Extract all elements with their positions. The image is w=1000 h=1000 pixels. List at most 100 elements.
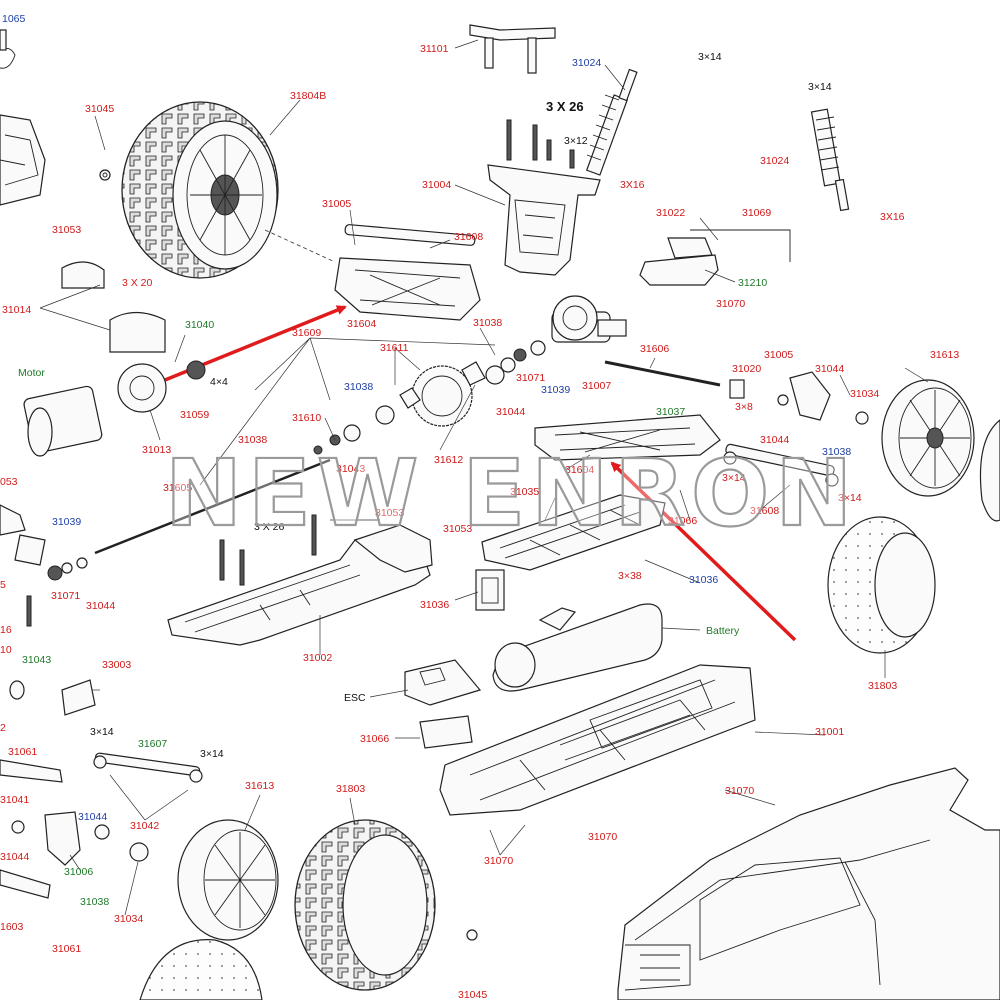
- label-31005-b: 31005: [764, 349, 793, 361]
- center-plate-31035: [481, 494, 666, 571]
- label-31605: 31605: [163, 482, 192, 494]
- label-31035: 31035: [510, 486, 539, 498]
- wheel-31804b: [121, 101, 279, 279]
- body-shell-fragment: [0, 114, 46, 206]
- label-3x26-top: 3 X 26: [546, 99, 584, 114]
- leader-lines: [39, 39, 929, 916]
- label-esc: ESC: [344, 692, 366, 704]
- label-31034-b: 31034: [114, 913, 143, 925]
- label-31053-c: 31053: [375, 507, 404, 519]
- part-labels: 1065 31101 31024 3×14 3×14 31045 31804B …: [0, 13, 959, 1000]
- label-31071-b: 31071: [51, 590, 80, 602]
- label-3x14-d: 3×14: [838, 492, 862, 504]
- label-3x16-a: 3X16: [620, 179, 645, 191]
- label-31038-c: 31038: [238, 434, 267, 446]
- label-31069: 31069: [742, 207, 771, 219]
- label-3x14-b: 3×14: [808, 81, 832, 93]
- main-chassis-31001: [439, 664, 756, 816]
- label-31013: 31013: [142, 444, 171, 456]
- rim-31613-right: [881, 379, 975, 497]
- label-31803-b: 31803: [336, 783, 365, 795]
- label-3x20: 3 X 20: [122, 277, 153, 289]
- label-31004: 31004: [422, 179, 451, 191]
- label-31210: 31210: [738, 277, 767, 289]
- label-31022: 31022: [656, 207, 685, 219]
- esc: [404, 659, 482, 749]
- label-31044-c: 31044: [760, 434, 789, 446]
- label-31608-a: 31608: [454, 231, 483, 243]
- chassis-31002: [167, 524, 433, 646]
- shock-31024-center: [585, 68, 638, 176]
- arm-31061: [0, 759, 63, 899]
- label-motor: Motor: [18, 367, 45, 379]
- label-31037: 31037: [656, 406, 685, 418]
- hub-31006: [11, 811, 149, 866]
- lower-arm-31604-middle: [534, 414, 721, 461]
- link-31608-right: [723, 443, 839, 487]
- label-31101: 31101: [420, 43, 449, 55]
- pinion-31013: [117, 360, 206, 413]
- label-3x16-b: 3X16: [880, 211, 905, 223]
- label-31070-b: 31070: [725, 785, 754, 797]
- label-31006: 31006: [64, 866, 93, 878]
- part-1065: [0, 29, 16, 69]
- label-3x14-f: 3×14: [200, 748, 224, 760]
- shock-tower-31004: [487, 164, 601, 276]
- label-31005-a: 31005: [322, 198, 351, 210]
- label-31038-b: 31038: [344, 381, 373, 393]
- screws-3x26-top: [506, 119, 575, 169]
- label-3x14-a: 3×14: [698, 51, 722, 63]
- rim-31613-bottom: [177, 819, 279, 941]
- slick-tire-bottom-left: [139, 939, 263, 1000]
- label-31044-f: 31044: [0, 851, 29, 863]
- label-31038-e: 31038: [80, 896, 109, 908]
- label-31038-d: 31038: [822, 446, 851, 458]
- label-31024-a: 31024: [572, 57, 601, 69]
- label-31053-d: 31053: [443, 523, 472, 535]
- suspension-arm-31604: [334, 224, 481, 321]
- label-33003: 33003: [102, 659, 131, 671]
- slick-tire-31803-right: [827, 516, 936, 654]
- label-31043-a: 31043: [336, 463, 365, 475]
- label-2: 2: [0, 722, 6, 734]
- motor: [23, 385, 103, 457]
- shock-31024-right: [810, 108, 850, 212]
- washer-set-31610: [313, 405, 395, 455]
- label-31044-e: 31044: [78, 811, 107, 823]
- label-31001: 31001: [815, 726, 844, 738]
- steering-link-31607: [93, 752, 203, 783]
- label-31044-d: 31044: [86, 600, 115, 612]
- body-mount-31101: [469, 24, 556, 74]
- label-3x12: 3×12: [564, 135, 588, 147]
- tire-edge-right: [979, 419, 1000, 522]
- label-31007: 31007: [582, 380, 611, 392]
- label-31070-c: 31070: [588, 831, 617, 843]
- label-31070-a: 31070: [716, 298, 745, 310]
- label-31066-b: 31066: [360, 733, 389, 745]
- label-31608-b: 31608: [750, 505, 779, 517]
- screws-3x26-mid: [219, 514, 317, 586]
- label-31041: 31041: [0, 794, 29, 806]
- label-3x8: 3×8: [735, 401, 753, 413]
- label-053: 053: [0, 476, 18, 488]
- label-31613-b: 31613: [245, 780, 274, 792]
- label-31061-b: 31061: [52, 943, 81, 955]
- label-31043-b: 31043: [22, 654, 51, 666]
- label-battery: Battery: [706, 625, 740, 637]
- watermark: NEW ENRON: [165, 440, 858, 547]
- label-31070-d: 31070: [484, 855, 513, 867]
- bumper-31022: [639, 229, 791, 286]
- label-31039-b: 31039: [52, 516, 81, 528]
- label-4x4: 4×4: [210, 376, 228, 388]
- label-31611: 31611: [380, 342, 409, 354]
- hub-carrier-31005: [729, 371, 869, 425]
- driveshaft-31606: [604, 360, 721, 387]
- label-31606: 31606: [640, 343, 669, 355]
- label-5: 5: [0, 579, 6, 591]
- label-3x14-c: 3×14: [722, 472, 746, 484]
- label-3x26-mid: 3 X 26: [254, 521, 285, 533]
- nut-31045-top: [99, 169, 111, 181]
- label-31039-a: 31039: [541, 384, 570, 396]
- label-31045-b: 31045: [458, 989, 487, 1000]
- label-3x38: 3×38: [618, 570, 642, 582]
